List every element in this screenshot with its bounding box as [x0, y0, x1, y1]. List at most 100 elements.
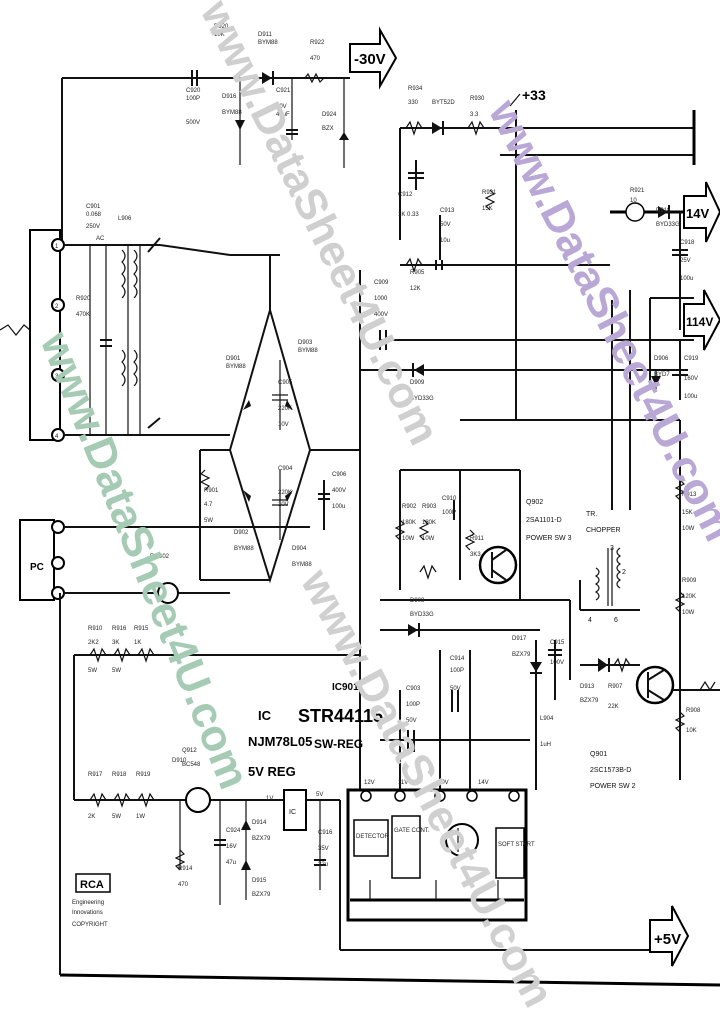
- svg-text:470K: 470K: [76, 312, 90, 318]
- chopper-transformer: [579, 547, 640, 611]
- svg-text:R917: R917: [88, 772, 103, 778]
- svg-text:D916: D916: [222, 94, 237, 100]
- regulator-part-label: NJM78L05: [248, 734, 312, 749]
- plus33-lead: [509, 93, 521, 107]
- plus33-label: +33: [522, 87, 546, 103]
- svg-text:10V: 10V: [278, 502, 289, 508]
- svg-text:AC: AC: [96, 236, 105, 242]
- svg-text:22K: 22K: [608, 704, 619, 710]
- svg-text:35V: 35V: [318, 846, 329, 852]
- svg-text:1K 0.33: 1K 0.33: [398, 212, 419, 218]
- transformer-pin4: 4: [588, 617, 592, 624]
- svg-text:10: 10: [630, 198, 637, 204]
- svg-text:10W: 10W: [422, 536, 435, 542]
- svg-text:R907: R907: [608, 684, 623, 690]
- ic-pin2: 11V: [398, 780, 408, 786]
- transformer-labels: TR. CHOPPER 3 2 4 6: [586, 511, 626, 624]
- svg-text:BYD7: BYD7: [654, 372, 670, 378]
- svg-text:D913: D913: [580, 684, 595, 690]
- svg-text:R919: R919: [136, 772, 151, 778]
- svg-text:120K: 120K: [682, 594, 696, 600]
- regulator-desc-label: 5V REG: [248, 764, 296, 779]
- svg-text:220K: 220K: [278, 490, 292, 496]
- svg-text:R930: R930: [470, 96, 485, 102]
- svg-text:100V: 100V: [550, 660, 564, 666]
- svg-text:BYT52D: BYT52D: [432, 100, 455, 106]
- svg-text:C924: C924: [226, 828, 241, 834]
- svg-text:BYM88: BYM88: [258, 40, 278, 46]
- svg-text:12K: 12K: [410, 286, 421, 292]
- transformer-pin6: 6: [614, 617, 618, 624]
- svg-text:C901: C901: [86, 204, 101, 210]
- svg-text:BYM88: BYM88: [234, 546, 254, 552]
- q902-ref: Q902: [526, 499, 543, 506]
- svg-text:5W: 5W: [112, 814, 121, 820]
- transformer-pin3: 3: [610, 545, 614, 552]
- svg-text:R914: R914: [178, 866, 193, 872]
- svg-text:D909: D909: [410, 380, 425, 386]
- svg-text:D911: D911: [258, 32, 273, 38]
- svg-text:D910: D910: [172, 758, 187, 764]
- switch-desc-label: SW-REG: [314, 737, 363, 751]
- svg-text:180K: 180K: [422, 520, 436, 526]
- ic-pin1: 12V: [364, 780, 375, 786]
- svg-text:D906: D906: [654, 356, 669, 362]
- switch-part-label: STR44115: [298, 706, 383, 726]
- svg-text:100P: 100P: [406, 702, 420, 708]
- svg-text:R916: R916: [112, 626, 127, 632]
- svg-text:D914: D914: [252, 820, 267, 826]
- svg-text:5W: 5W: [88, 668, 97, 674]
- svg-text:BC548: BC548: [182, 762, 201, 768]
- detector-block: DETECTOR: [356, 834, 390, 840]
- svg-text:100u: 100u: [680, 276, 693, 282]
- svg-text:D917: D917: [512, 636, 527, 642]
- lower-left-labels: R910 2K2 5W R916 3K 5W R915 1K R917 2K R…: [88, 626, 333, 898]
- svg-text:D915: D915: [252, 878, 267, 884]
- reg-in-pin: 1V: [266, 796, 273, 802]
- ic-pin4: 14V: [478, 780, 489, 786]
- svg-text:160V: 160V: [684, 376, 698, 382]
- lower-left-network: [59, 593, 720, 987]
- svg-text:1: 1: [55, 244, 59, 250]
- neg30-terminal-label: -30V: [354, 51, 386, 68]
- svg-text:R901: R901: [204, 488, 219, 494]
- svg-text:D908: D908: [410, 598, 425, 604]
- svg-text:100P: 100P: [442, 510, 456, 516]
- svg-text:RPS02: RPS02: [150, 554, 170, 560]
- svg-text:10K: 10K: [686, 728, 697, 734]
- svg-text:C910: C910: [442, 496, 457, 502]
- svg-text:220K: 220K: [278, 406, 292, 412]
- svg-text:50V: 50V: [440, 222, 451, 228]
- svg-text:C918: C918: [680, 240, 695, 246]
- svg-text:R920: R920: [76, 296, 91, 302]
- svg-text:C920: C920: [186, 88, 201, 94]
- watermark-bottom: www.DataSheet4U.com: [291, 561, 564, 1012]
- logo-line1: Engineering: [72, 900, 104, 906]
- ic-pin3: 10V: [438, 780, 449, 786]
- svg-text:BZX79: BZX79: [252, 836, 271, 842]
- svg-text:180K: 180K: [402, 520, 416, 526]
- svg-text:R931: R931: [482, 190, 497, 196]
- svg-text:10W: 10W: [402, 536, 415, 542]
- svg-text:3.3: 3.3: [470, 112, 479, 118]
- svg-text:R910: R910: [88, 626, 103, 632]
- svg-text:R908: R908: [686, 708, 701, 714]
- svg-text:D902: D902: [234, 530, 249, 536]
- bridge-rectifier: [199, 255, 360, 584]
- svg-text:100P: 100P: [450, 668, 464, 674]
- q901-part: 2SC1573B-D: [590, 767, 631, 774]
- svg-text:16V: 16V: [226, 844, 237, 850]
- svg-text:D903: D903: [298, 340, 313, 346]
- svg-text:BYD33G: BYD33G: [410, 396, 434, 402]
- svg-text:BYD33G: BYD33G: [410, 612, 434, 618]
- svg-text:C906: C906: [332, 472, 347, 478]
- watermark-left: www.DataSheet4U.com: [30, 324, 258, 795]
- svg-text:10K: 10K: [214, 32, 225, 38]
- svg-text:3: 3: [55, 374, 59, 380]
- svg-text:D901: D901: [226, 356, 241, 362]
- svg-text:400V: 400V: [374, 312, 388, 318]
- svg-text:R903: R903: [422, 504, 437, 510]
- svg-text:C912: C912: [398, 192, 413, 198]
- svg-text:10u: 10u: [440, 238, 450, 244]
- svg-text:10W: 10W: [682, 610, 695, 616]
